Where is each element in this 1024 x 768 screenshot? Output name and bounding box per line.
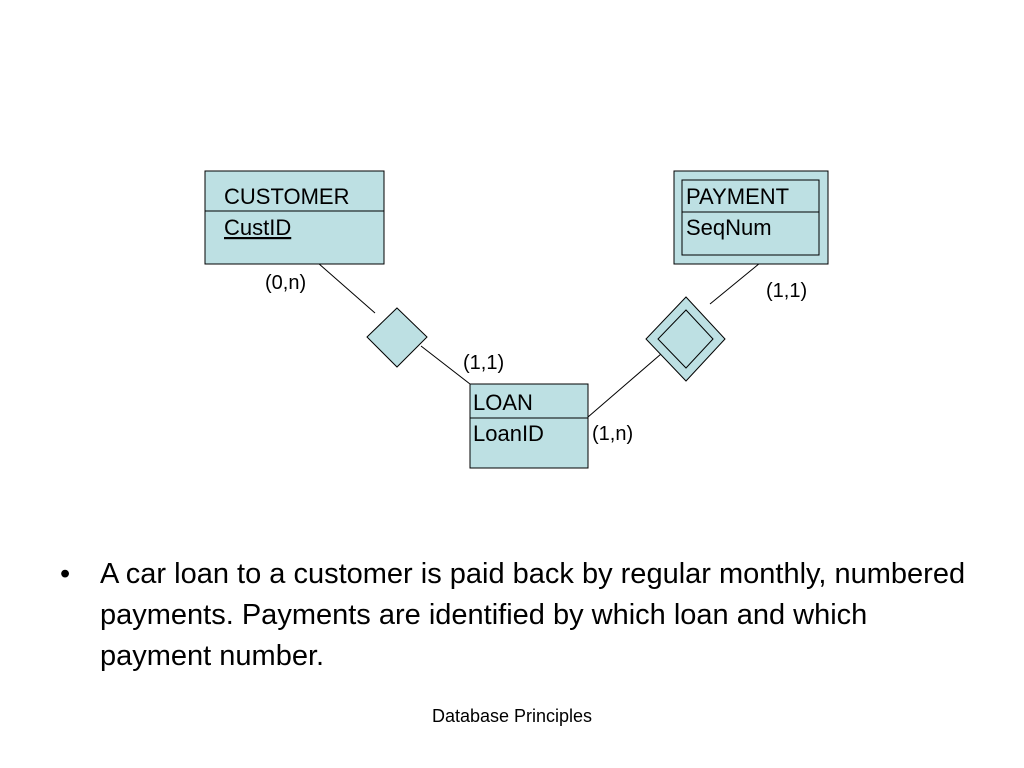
entity-loan[interactable]: LOAN LoanID: [469, 383, 589, 469]
line-rel-loan: [420, 345, 471, 385]
slide-footer: Database Principles: [431, 706, 593, 726]
relationship-loan-payment[interactable]: [645, 296, 726, 382]
cardinality-loan-payment: (1,n): [592, 423, 633, 445]
relationship-customer-loan[interactable]: [366, 307, 428, 368]
line-payment-weakrel: [709, 262, 761, 305]
bullet-text: A car loan to a customer is paid back by…: [100, 558, 966, 672]
entity-payment-name: PAYMENT: [686, 184, 789, 209]
entity-loan-key: LoanID: [473, 421, 544, 446]
entity-customer[interactable]: CUSTOMER CustID: [204, 170, 385, 265]
entity-payment[interactable]: PAYMENT SeqNum: [673, 170, 829, 265]
cardinality-payment: (1,1): [766, 280, 807, 302]
er-diagram: CUSTOMER CustID PAYMENT SeqNum LOAN Loan…: [204, 170, 829, 469]
cardinality-customer: (0,n): [265, 272, 306, 294]
entity-customer-key: CustID: [224, 215, 291, 240]
line-customer-rel: [317, 262, 376, 314]
line-weakrel-loan: [587, 353, 662, 418]
bullet-point: • A car loan to a customer is paid back …: [60, 554, 980, 677]
entity-customer-name: CUSTOMER: [224, 184, 350, 209]
cardinality-loan-customer: (1,1): [463, 352, 504, 374]
entity-loan-name: LOAN: [473, 390, 533, 415]
entity-payment-key: SeqNum: [686, 215, 772, 240]
bullet-marker: •: [60, 558, 71, 590]
